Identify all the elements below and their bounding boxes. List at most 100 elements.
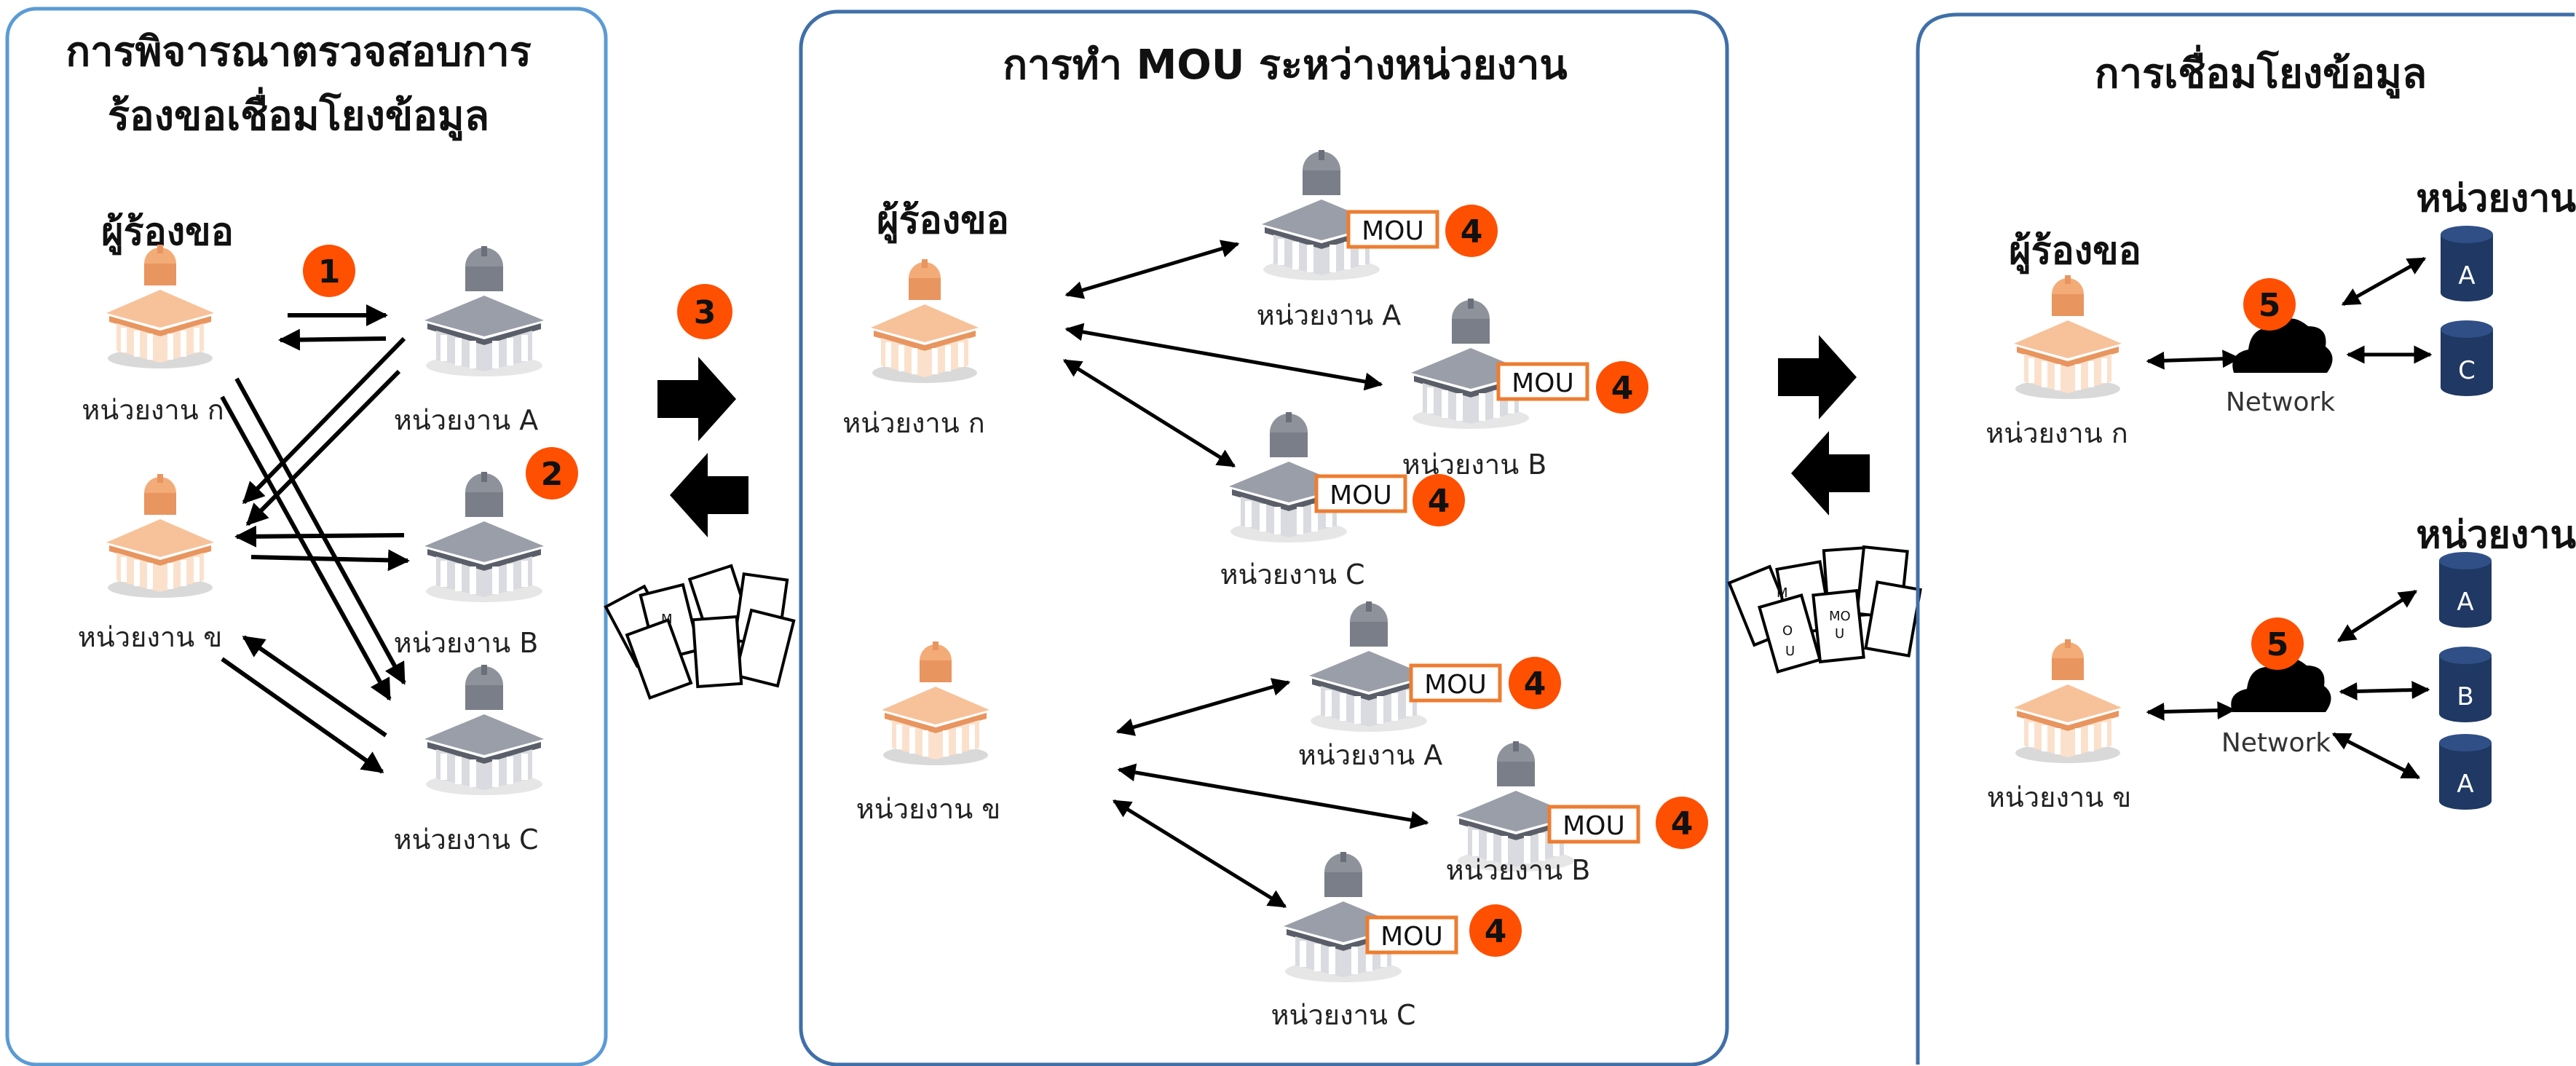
step-2-badge [526, 447, 578, 500]
left-requester-ko-building-icon [106, 245, 214, 368]
right-arrow-network-a-top [2341, 256, 2427, 307]
middle-bottom-agency-c-label: หน่วยงาน C [1271, 999, 1415, 1031]
database-label-bottom-a2: A [2457, 770, 2473, 799]
middle-bottom-step-4-number-c: 4 [1485, 913, 1507, 950]
step-1-badge [303, 245, 355, 297]
right-bottom-arrows [2146, 589, 2430, 780]
middle-top-mou-label-a: MOU [1362, 216, 1424, 246]
doc-letter-o-2: O [1782, 623, 1793, 639]
left-arrow-kho-to-b [250, 549, 410, 572]
left-agency-a-label: หน่วยงาน A [394, 404, 539, 436]
mou-documents-stack-left: M [606, 564, 796, 700]
right-agency-kho-label: หน่วยงาน ข [1987, 781, 2132, 813]
middle-top-mou-box-a [1346, 210, 1439, 249]
middle-top-step-4-number-a: 4 [1461, 213, 1483, 250]
back-arrow-icon [670, 453, 748, 537]
doc-letter-u-2: U [1785, 644, 1795, 659]
middle-bottom-step-4-number-a: 4 [1524, 666, 1546, 703]
panel-middle-title: การทำ MOU ระหว่างหน่วยงาน [1003, 42, 1567, 89]
panel-left-title-line2: ร้องขอเชื่อมโยงข้อมูล [108, 87, 489, 141]
right-agency-heading-bottom: หน่วยงาน [2416, 513, 2576, 557]
panel-right-title: การเชื่อมโยงข้อมูล [2095, 44, 2427, 99]
middle-bottom-step-4-badge-a [1509, 657, 1561, 709]
middle-arrow-ko-a [1064, 240, 1240, 299]
middle-bottom-mou-box-c [1365, 915, 1458, 955]
left-agency-kho-label: หน่วยงาน ข [78, 621, 223, 653]
left-requester-heading: ผู้ร้องขอ [101, 210, 234, 256]
middle-top-step-4-badge-b [1596, 361, 1648, 414]
left-arrow-c-to-kho [242, 635, 387, 738]
left-agency-c-building-icon [424, 665, 544, 795]
middle-top-mou-label-c: MOU [1330, 481, 1392, 510]
left-agency-b-label: หน่วยงาน B [394, 627, 539, 659]
right-arrow-network-b [2339, 681, 2430, 700]
left-arrow-b-to-kho [234, 525, 405, 548]
database-label-bottom-b: B [2457, 682, 2473, 711]
left-arrow-a-to-kho [242, 336, 406, 505]
middle-top-step-4-badge-a [1445, 205, 1498, 257]
middle-bottom-mou-label-c: MOU [1380, 922, 1443, 952]
right-arrow-kho-network [2146, 701, 2236, 721]
doc-letter-m-2: M [1777, 585, 1788, 601]
middle-top-step-4-number-c: 4 [1428, 483, 1450, 520]
step-5-number-bottom: 5 [2267, 626, 2289, 663]
middle-top-agency-b-label: หน่วยงาน B [1402, 449, 1547, 481]
step-5-badge-top [2243, 278, 2296, 331]
right-requester-ko-building-icon [2014, 275, 2122, 399]
middle-requester-ko-building-icon [871, 259, 979, 383]
right-agency-ko-label: หน่วยงาน ก [1986, 417, 2128, 449]
left-arrows [220, 304, 410, 774]
middle-bottom-arrows [1112, 678, 1429, 909]
middle-bottom-mou-label-a: MOU [1424, 670, 1487, 700]
left-agency-ko-label: หน่วยงาน ก [82, 394, 224, 426]
doc-letter-m: M [661, 612, 673, 627]
left-arrow-kho-to-a [245, 369, 401, 526]
step-5-badge-bottom [2251, 617, 2304, 670]
step-2-number: 2 [541, 456, 564, 493]
middle-bottom-mou-box-b [1547, 805, 1640, 844]
middle-bottom-step-4-badge-b [1656, 797, 1708, 849]
right-arrow-ko-network [2146, 350, 2241, 370]
doc-letter-u-3: U [1835, 626, 1844, 641]
left-arrow-ko-to-b [220, 395, 392, 701]
middle-bottom-mou-box-a [1409, 663, 1502, 703]
left-agency-a-building-icon [424, 246, 544, 376]
middle-bottom-step-4-number-b: 4 [1671, 805, 1694, 842]
middle-top-agency-a-label: หน่วยงาน A [1257, 299, 1402, 331]
right-requester-kho-building-icon [2014, 639, 2122, 763]
database-label-top-a: A [2458, 261, 2475, 291]
left-requester-kho-building-icon [106, 474, 214, 598]
middle-arrow-kho-b [1117, 763, 1429, 829]
right-arrow-network-a2 [2331, 732, 2421, 780]
panel-right [1916, 12, 2575, 1065]
right-arrow-network-a1 [2336, 589, 2418, 643]
middle-arrow-ko-c [1062, 358, 1236, 468]
middle-arrow-kho-c [1112, 799, 1287, 909]
middle-top-arrows [1062, 240, 1383, 468]
left-agency-b-building-icon [424, 472, 544, 602]
middle-top-mou-box-c [1314, 474, 1407, 513]
network-label-top: Network [2226, 387, 2335, 417]
step-3-number: 3 [694, 294, 716, 331]
right-requester-heading: ผู้ร้องขอ [2009, 229, 2141, 275]
doc-letters-mo: MO [1829, 609, 1851, 624]
step-5-number-top: 5 [2259, 287, 2281, 324]
middle-arrow-ko-b [1064, 323, 1383, 391]
middle-bottom-step-4-badge-c [1469, 904, 1522, 957]
middle-bottom-agency-b-label: หน่วยงาน B [1446, 854, 1591, 886]
middle-requester-kho-building-icon [882, 641, 989, 765]
middle-bottom-agency-a-label: หน่วยงาน A [1298, 739, 1443, 771]
middle-top-mou-box-b [1496, 362, 1589, 401]
mou-documents-stack-right: M O U MO U [1727, 545, 1922, 674]
forward-arrow-icon-2 [1778, 335, 1857, 419]
middle-arrow-kho-a [1115, 678, 1291, 736]
left-agency-c-label: หน่วยงาน C [393, 824, 538, 856]
database-label-top-c: C [2458, 356, 2476, 385]
back-arrow-icon-2 [1791, 431, 1870, 516]
step-1-number: 1 [318, 253, 341, 291]
panel-middle [799, 9, 1729, 1066]
right-top-arrows [2146, 256, 2433, 370]
middle-top-step-4-badge-c [1413, 474, 1465, 526]
middle-top-step-4-number-b: 4 [1611, 370, 1634, 407]
left-arrow-a-to-ko [278, 328, 387, 351]
